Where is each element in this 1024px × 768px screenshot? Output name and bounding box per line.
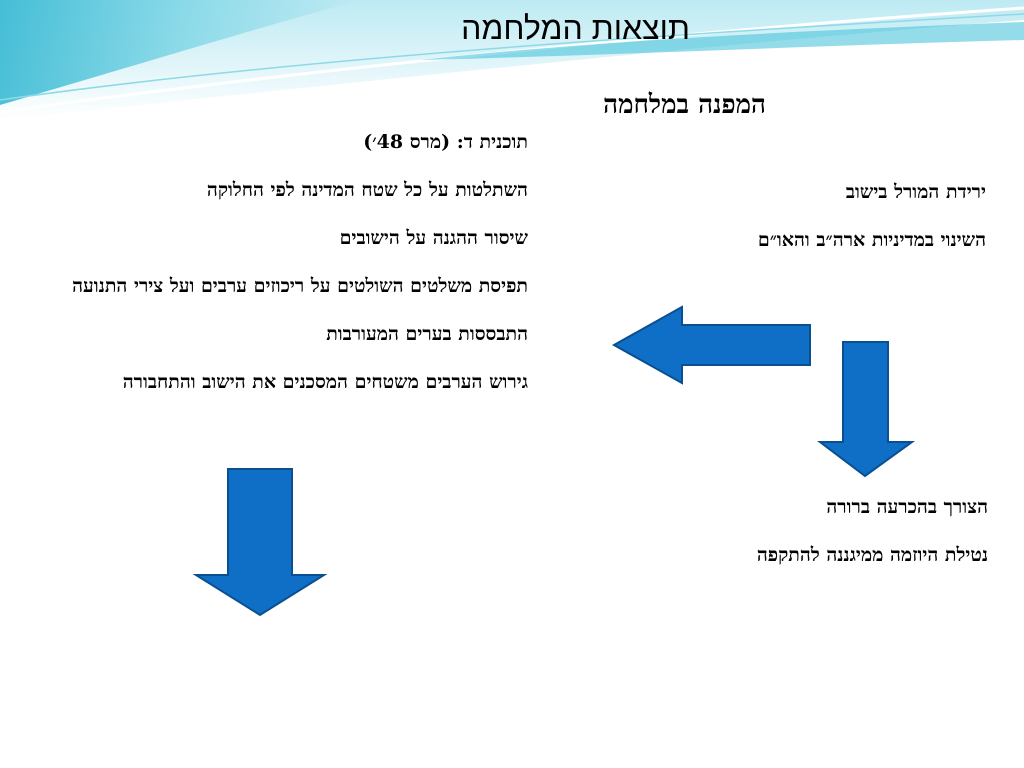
right-column-bottom-list: הצורך בהכרעה ברורה נטילת היוזמה ממיגננה … (700, 490, 988, 586)
list-item: ירידת המורל בישוב (845, 181, 986, 203)
left-column-list: תוכנית ד: (מרס 48׳) השתלטות על כל שטח המ… (8, 125, 528, 413)
list-item: גירוש הערבים משטחים המסכנים את הישוב והת… (122, 371, 528, 393)
list-item: התבססות בערים המעורבות (326, 323, 528, 345)
list-item: נטילת היוזמה ממיגננה להתקפה (756, 544, 988, 566)
slide-title: תוצאות המלחמה (461, 10, 690, 46)
list-item: תוכנית ד: (מרס 48׳) (363, 131, 528, 153)
arrow-down-icon (817, 341, 916, 478)
list-item: שיסור ההגנה על הישובים (339, 227, 528, 249)
header-wave-background (0, 0, 1024, 120)
right-column-top-list: ירידת המורל בישוב השינוי במדיניות ארה״ב … (700, 175, 986, 271)
arrow-down-icon (192, 468, 328, 617)
section-heading: המפנה במלחמה (603, 90, 766, 120)
list-item: הצורך בהכרעה ברורה (826, 496, 988, 518)
list-item: תפיסת משלטים השולטים על ריכוזים ערבים וע… (72, 275, 528, 297)
list-item: השינוי במדיניות ארה״ב והאו״ם (757, 229, 986, 251)
arrow-left-icon (611, 305, 811, 385)
list-item: השתלטות על כל שטח המדינה לפי החלוקה (206, 179, 528, 201)
